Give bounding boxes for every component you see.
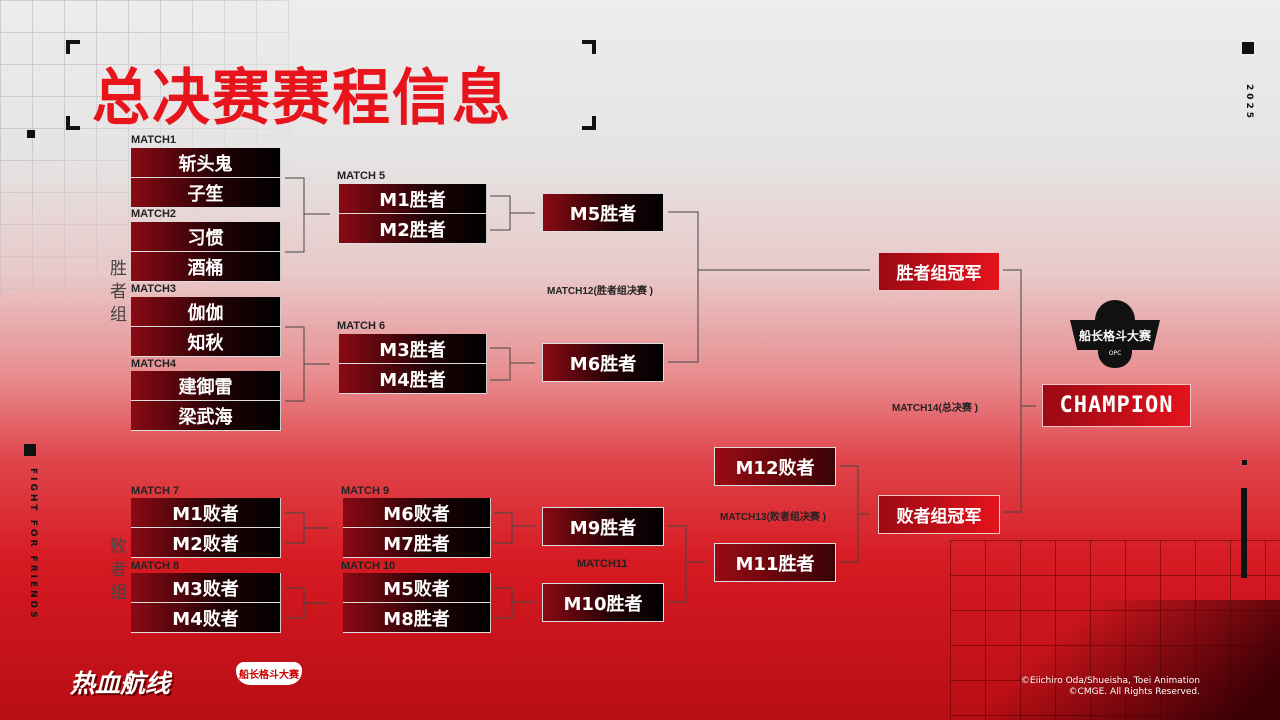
square-decoration [24, 444, 36, 456]
copyright: ©Eiichiro Oda/Shueisha, Toei Animation ©… [1021, 676, 1200, 698]
slot: M5败者 [343, 573, 491, 603]
slot: M6败者 [343, 498, 491, 528]
match-label: MATCH13(败者组决赛 ) [720, 512, 826, 523]
player-slot: 知秋 [131, 327, 281, 357]
slot: M9胜者 [542, 507, 664, 546]
player-slot: 习惯 [131, 222, 281, 252]
winners-group-label: 胜者组 [110, 259, 127, 325]
player-slot: 子笙 [131, 178, 281, 208]
slot: M1败者 [131, 498, 281, 528]
match-label: MATCH 6 [337, 320, 386, 332]
losers-group-label: 败者组 [110, 537, 127, 603]
slot: M10胜者 [542, 583, 664, 622]
match-label: MATCH 10 [341, 560, 396, 572]
copyright-line: ©Eiichiro Oda/Shueisha, Toei Animation [1020, 676, 1200, 686]
match-label: MATCH 9 [341, 485, 390, 497]
square-decoration [27, 130, 35, 138]
bracket-corner [66, 40, 80, 54]
slot: M8胜者 [343, 603, 491, 633]
bar-decoration [1241, 488, 1247, 578]
slot: M3胜者 [339, 334, 487, 364]
event-logo-sub: OPC [1098, 350, 1132, 368]
player-slot: 梁武海 [131, 401, 281, 431]
page-title: 总决赛赛程信息 [92, 63, 513, 132]
event-logo: 船长格斗大赛 OPC [1068, 300, 1162, 372]
slot: M12败者 [714, 447, 836, 486]
losers-champion-slot: 败者组冠军 [878, 495, 1000, 534]
bracket-corner [66, 116, 80, 130]
match-label: MATCH1 [131, 134, 177, 146]
match-label: MATCH12(胜者组决赛 ) [547, 286, 653, 297]
match-label: MATCH 5 [337, 170, 386, 182]
player-slot: 建御雷 [131, 371, 281, 401]
bracket-corner [582, 116, 596, 130]
slot: M2败者 [131, 528, 281, 558]
winners-champion-slot: 胜者组冠军 [878, 252, 1000, 291]
slot: M4败者 [131, 603, 281, 633]
square-decoration [1242, 460, 1247, 465]
slot: M5胜者 [542, 193, 664, 232]
match-label: MATCH14(总决赛 ) [892, 403, 978, 414]
square-decoration [1242, 42, 1254, 54]
slot: M3败者 [131, 573, 281, 603]
event-logo-text: 船长格斗大赛 [1070, 320, 1160, 350]
slot: M1胜者 [339, 184, 487, 214]
champion-slot: CHAMPION [1042, 384, 1191, 427]
player-slot: 伽伽 [131, 297, 281, 327]
player-slot: 斩头鬼 [131, 148, 281, 178]
match-label: MATCH 8 [131, 560, 180, 572]
slot: M2胜者 [339, 214, 487, 244]
slot: M7胜者 [343, 528, 491, 558]
match-label: MATCH3 [131, 283, 177, 295]
copyright-line: ©CMGE. All Rights Reserved. [1068, 687, 1200, 697]
match-label: MATCH11 [577, 558, 628, 570]
match-label: MATCH 7 [131, 485, 180, 497]
bracket-corner [582, 40, 596, 54]
slot: M6胜者 [542, 343, 664, 382]
match-label: MATCH2 [131, 208, 177, 220]
slot: M11胜者 [714, 543, 836, 582]
dark-corner [960, 600, 1280, 720]
slot: M4胜者 [339, 364, 487, 394]
event-logo-small: 船长格斗大赛 [236, 662, 302, 685]
game-logo: 热血航线 [70, 669, 171, 698]
player-slot: 酒桶 [131, 252, 281, 282]
match-label: MATCH4 [131, 358, 177, 370]
